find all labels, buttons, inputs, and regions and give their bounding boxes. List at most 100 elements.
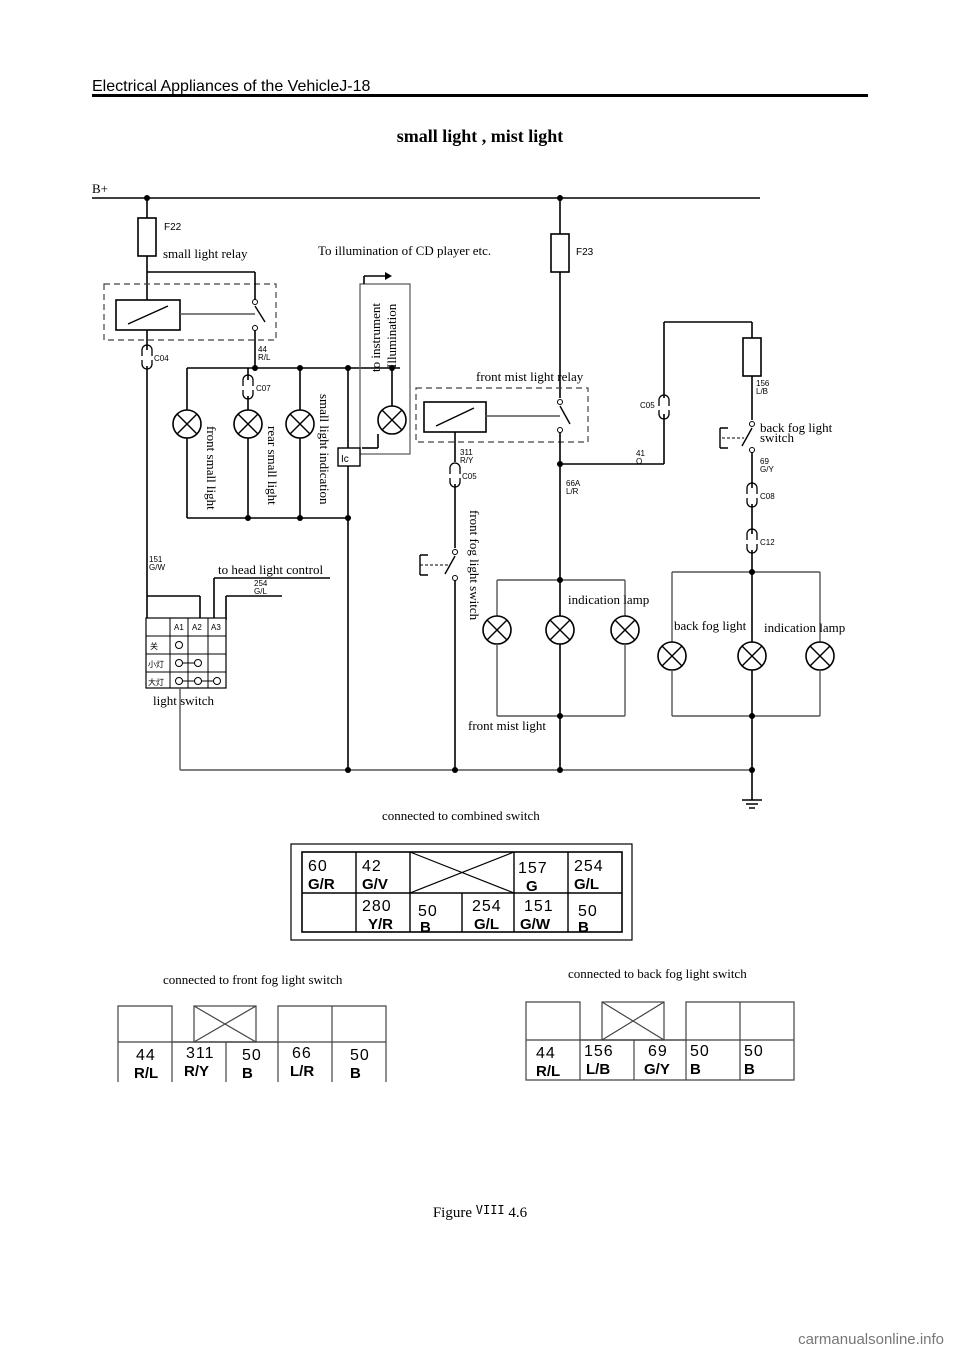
svg-text:A1: A1 [174, 623, 184, 632]
back-fog-light-lamp-right [737, 641, 767, 671]
svg-text:A2: A2 [192, 623, 202, 632]
svg-text:B: B [420, 919, 431, 936]
back-fog-light-switch-label-1: back fog light [760, 420, 833, 435]
svg-text:B: B [744, 1061, 755, 1078]
front-mist-light-relay-label: front mist light relay [476, 369, 584, 384]
svg-text:G/L: G/L [254, 587, 267, 596]
watermark: carmanualsonline.info [798, 1331, 944, 1348]
fuse-f22 [137, 217, 157, 257]
front-mist-light-label: front mist light [468, 718, 546, 733]
rear-small-light-label: rear small light [265, 426, 280, 505]
svg-text:Illumination: Illumination [384, 303, 399, 368]
svg-text:R/L: R/L [536, 1063, 560, 1080]
svg-text:151: 151 [149, 555, 163, 564]
fuse-f23-label: F23 [576, 247, 594, 258]
svg-text:大灯: 大灯 [148, 677, 164, 687]
svg-text:R/Y: R/Y [460, 456, 474, 465]
svg-text:44: 44 [536, 1045, 556, 1062]
svg-text:50: 50 [690, 1043, 710, 1060]
front-mist-light-right [545, 615, 575, 645]
svg-text:69: 69 [760, 457, 769, 466]
svg-text:254: 254 [574, 858, 604, 875]
svg-text:156: 156 [756, 379, 770, 388]
svg-text:50: 50 [578, 903, 598, 920]
svg-text:66: 66 [292, 1045, 312, 1062]
svg-text:151: 151 [524, 898, 554, 915]
svg-text:L/B: L/B [756, 387, 768, 396]
svg-text:L/R: L/R [566, 487, 579, 496]
combined-switch-caption: connected to combined switch [382, 808, 540, 823]
instrument-illumination-box [359, 283, 411, 455]
ic-box [337, 447, 361, 467]
svg-text:O: O [636, 457, 642, 466]
light-switch-label: light switch [153, 693, 215, 708]
svg-text:254: 254 [254, 579, 268, 588]
svg-text:G: G [526, 878, 538, 895]
svg-text:L/B: L/B [586, 1061, 610, 1078]
back-fog-switch-caption: connected to back fog light switch [568, 966, 747, 981]
front-mist-relay-box [415, 387, 589, 443]
svg-text:G/V: G/V [362, 876, 388, 893]
back-fog-light-label: back fog light [674, 618, 747, 633]
svg-text:G/Y: G/Y [644, 1061, 670, 1078]
head-light-control-label: to head light control [218, 562, 323, 577]
svg-text:50: 50 [744, 1043, 764, 1060]
svg-text:42: 42 [362, 858, 382, 875]
svg-text:311: 311 [460, 448, 473, 457]
svg-text:C07: C07 [256, 384, 271, 393]
fuse-f23 [550, 233, 570, 273]
svg-text:R/Y: R/Y [184, 1063, 209, 1080]
cd-illumination-label: To illumination of CD player etc. [318, 243, 491, 258]
front-small-light-label: front small light [204, 426, 219, 510]
small-light-indication-label: small light indication [317, 394, 332, 505]
front-mist-indication-lamp [610, 615, 640, 645]
figure-caption: Figure VIII 4.6 [432, 1203, 528, 1221]
header-rule [92, 94, 868, 97]
light-switch-table: A1 A2 A3 关 小灯 大灯 [145, 617, 227, 689]
svg-text:280: 280 [362, 898, 392, 915]
svg-text:157: 157 [518, 860, 548, 877]
svg-text:G/Y: G/Y [760, 465, 774, 474]
svg-text:C05: C05 [640, 401, 655, 410]
front-small-light-lamp [172, 409, 202, 439]
svg-text:44: 44 [136, 1047, 156, 1064]
indication-lamp-right-label: indication lamp [764, 620, 845, 635]
svg-text:B: B [350, 1065, 361, 1082]
svg-text:小灯: 小灯 [148, 659, 164, 669]
svg-text:69: 69 [648, 1043, 668, 1060]
back-fog-light-switch-label-2: switch [760, 430, 794, 445]
svg-text:50: 50 [350, 1047, 370, 1064]
svg-text:311: 311 [186, 1045, 215, 1062]
svg-text:C05: C05 [462, 472, 477, 481]
svg-text:G/W: G/W [149, 563, 165, 572]
svg-text:Ic: Ic [341, 454, 349, 465]
svg-text:C08: C08 [760, 492, 775, 501]
rear-small-light-lamp [233, 409, 263, 439]
back-fog-light-lamp-left [657, 641, 687, 671]
front-fog-light-switch-label: front fog light switch [467, 510, 482, 621]
svg-text:60: 60 [308, 858, 328, 875]
fuse-back-fog [742, 337, 762, 377]
svg-text:G/L: G/L [574, 876, 599, 893]
svg-text:G/L: G/L [474, 916, 499, 933]
svg-text:41: 41 [636, 449, 645, 458]
svg-text:A3: A3 [211, 623, 221, 632]
svg-text:B: B [242, 1065, 253, 1082]
svg-text:B: B [578, 919, 589, 936]
back-fog-switch-connector: 44 R/L 156 L/B 69 G/Y 50 B 50 B [525, 1001, 795, 1081]
svg-text:Y/R: Y/R [368, 916, 393, 933]
svg-text:50: 50 [242, 1047, 262, 1064]
svg-text:G/W: G/W [520, 916, 551, 933]
svg-text:50: 50 [418, 903, 438, 920]
back-fog-indication-lamp [805, 641, 835, 671]
combined-switch-connector: 60 G/R 42 G/V 157 G 254 G/L 280 Y/R 50 B… [290, 843, 633, 941]
fuse-f22-label: F22 [164, 222, 182, 233]
svg-text:66A: 66A [566, 479, 581, 488]
front-mist-light-left [482, 615, 512, 645]
indication-lamp-left-label: indication lamp [568, 592, 649, 607]
svg-text:G/R: G/R [308, 876, 335, 893]
svg-text:R/L: R/L [258, 353, 271, 362]
svg-text:关: 关 [150, 641, 158, 651]
svg-text:to instrument: to instrument [368, 303, 383, 372]
